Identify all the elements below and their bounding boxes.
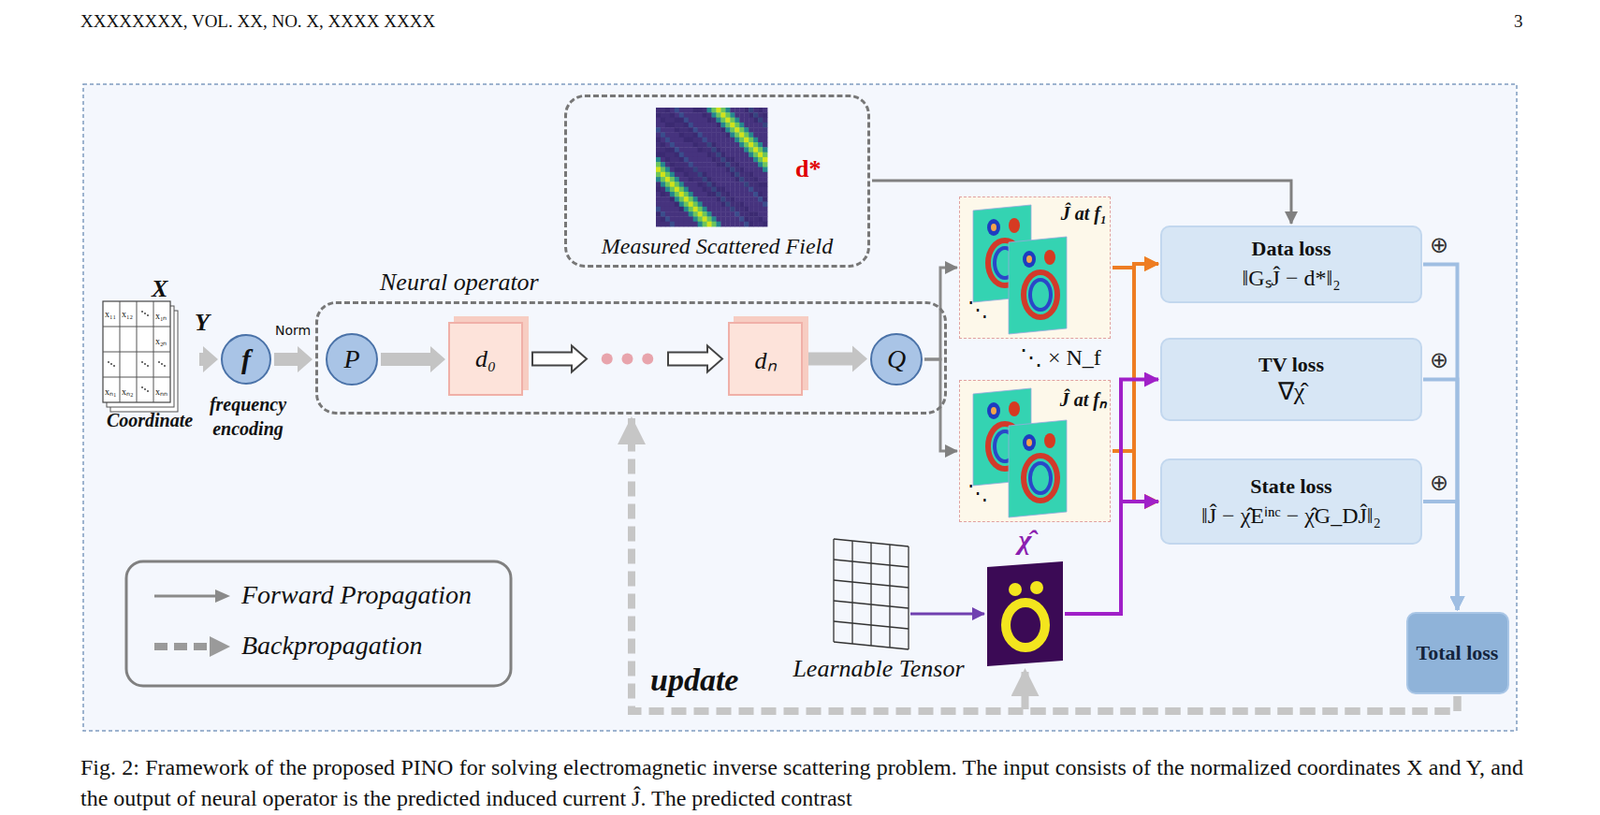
node-text: Y: [194, 308, 210, 337]
loss-box: Data loss‖GₛĴ − d*‖₂: [1160, 225, 1423, 304]
node-text: ‖Ĵ − χ̂Eⁱⁿᶜ − χ̂G_DĴ‖₂: [1201, 498, 1382, 530]
norm-label: Norm: [275, 322, 311, 338]
scattered-field-heatmap: [655, 107, 768, 227]
node-text: Measured Scattered Field: [567, 233, 868, 260]
connector-arrow: [910, 612, 985, 616]
contrast-image: [987, 561, 1063, 667]
legend-text: Forward Propagation: [241, 580, 472, 611]
coordinate-input: XYCoordinate: [102, 276, 197, 437]
node-text: ∇χ̂: [1278, 377, 1306, 407]
measurement-box: d* Measured Scattered Field: [564, 94, 871, 268]
layer-block: dₙ: [727, 321, 803, 396]
node-label: P: [343, 344, 360, 375]
cell-label: xₙₙ: [155, 384, 168, 398]
legend-text: Backpropagation: [241, 630, 422, 661]
cell-label: x₁₂: [121, 308, 133, 320]
repeat-label: ⋱ × N_f: [1019, 344, 1102, 371]
node-label: Neural operator: [379, 268, 539, 297]
connector-arrow: [924, 267, 958, 360]
backprop-arrow: [631, 418, 1458, 712]
connector-arrow: [1423, 379, 1458, 611]
node-label: Learnable Tensor: [785, 654, 973, 684]
running-header: XXXXXXXX, VOL. XX, NO. X, XXXX XXXX: [80, 11, 436, 32]
contrast-node: χ̂: [987, 561, 1063, 667]
sum-symbol: ⊕: [1429, 347, 1449, 374]
neural-operator-box: Neural operatorPd₀dₙQ: [315, 301, 947, 415]
ellipsis-dots: ⋱: [967, 297, 989, 322]
node-label: d*: [795, 155, 821, 184]
node-label: Ĵ at f₁: [1061, 203, 1107, 225]
block-arrow: [380, 346, 446, 373]
encoding-circle: ffrequency encoding: [220, 334, 272, 385]
projection-circle: Q: [870, 333, 923, 386]
node-text: Coordinate: [89, 409, 210, 432]
node-label: Ĵ at fₙ: [1060, 386, 1107, 412]
node-label: d₀: [475, 345, 496, 374]
learnable-tensor: Learnable Tensor: [833, 538, 909, 650]
connector-arrow: [1423, 264, 1458, 611]
ellipsis-dots: ⋱: [967, 480, 989, 506]
cell-label: x₂ₙ: [155, 334, 168, 348]
block-arrow: [199, 346, 219, 373]
backprop-arrow: [1025, 669, 1458, 712]
update-label: update: [650, 662, 739, 699]
node-label: f: [241, 343, 251, 376]
layer-block: d₀: [448, 321, 524, 396]
loss-box: TV loss∇χ̂: [1160, 337, 1423, 422]
node-label: dₙ: [755, 342, 777, 377]
connector-arrow: [1423, 501, 1458, 611]
node-label: χ̂: [987, 523, 1063, 556]
cell-label: x₁ₙ: [155, 308, 168, 322]
total-loss-box: Total loss: [1406, 611, 1510, 695]
cell-label: xₙ₂: [121, 384, 134, 398]
node-label: Data loss: [1251, 236, 1332, 262]
cell-label: x₁₁: [104, 308, 117, 320]
node-text: ‖GₛĴ − d*‖₂: [1241, 261, 1340, 292]
sum-symbol: ⊕: [1429, 232, 1449, 259]
block-arrow: [805, 346, 868, 373]
node-label: Total loss: [1416, 640, 1499, 667]
node-label: Q: [887, 344, 906, 375]
lifting-circle: P: [325, 333, 379, 386]
figure-caption: Fig. 2: Framework of the proposed PINO f…: [80, 752, 1524, 815]
node-label: State loss: [1250, 474, 1332, 499]
cell-label: xₙ₁: [104, 384, 117, 398]
node-text: frequency encoding: [185, 392, 311, 441]
hollow-arrow-chain: [532, 346, 723, 373]
page-number: 3: [1513, 11, 1524, 32]
connector-arrow: [924, 359, 958, 451]
node-label: TV loss: [1258, 352, 1324, 378]
loss-box: State loss‖Ĵ − χ̂Eⁱⁿᶜ − χ̂G_DĴ‖₂: [1160, 458, 1423, 545]
learnable-tensor-grid: [833, 538, 909, 650]
node-label: X: [151, 275, 168, 304]
block-arrow: [274, 346, 313, 373]
sum-symbol: ⊕: [1429, 469, 1449, 496]
